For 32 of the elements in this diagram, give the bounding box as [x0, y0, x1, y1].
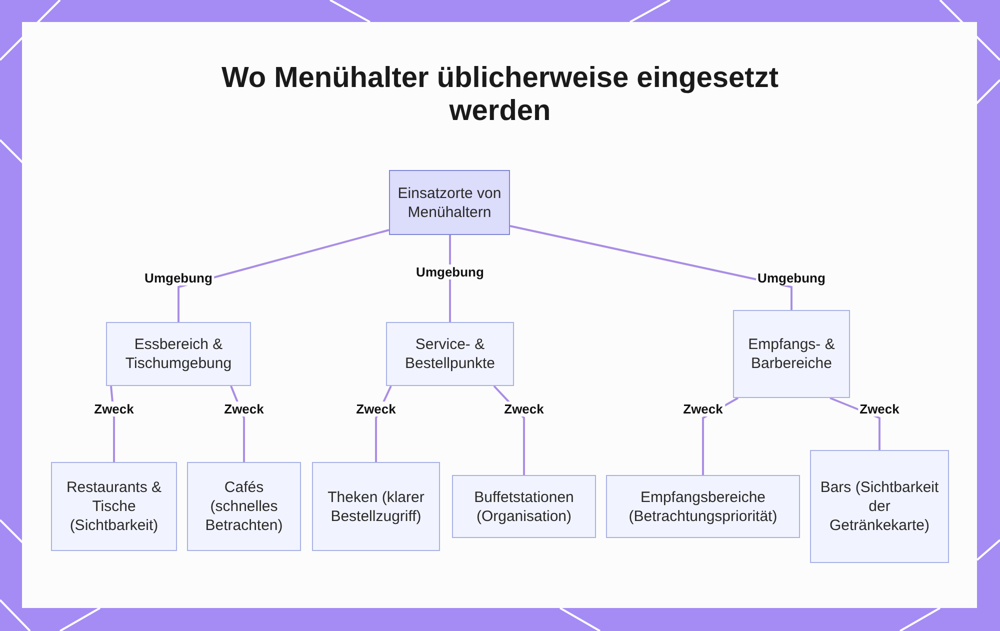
node-text: Restaurants & Tische (Sichtbarkeit) [65, 478, 163, 535]
node-text: Service- & Bestellpunkte [404, 335, 496, 373]
process-box [106, 322, 251, 386]
edge-label: Umgebung [756, 270, 828, 286]
diagram-title: Wo Menühalter üblicherweise eingesetzt werden [220, 62, 780, 128]
node-text: Theken (klarer Bestellzugriff) [326, 488, 426, 526]
edge-label: Zweck [502, 402, 546, 416]
edge-label: Zweck [222, 402, 266, 416]
edge-label: Zweck [858, 402, 902, 416]
process-box [386, 322, 514, 386]
edge-label: Zweck [681, 402, 725, 416]
connector-line [510, 225, 792, 310]
process-box [312, 462, 440, 551]
process-box [810, 450, 949, 563]
edge-label: Umgebung [414, 264, 486, 279]
process-box [733, 310, 850, 398]
edge-label: Umgebung [142, 270, 214, 286]
process-box [389, 170, 510, 235]
node-text: Bars (Sichtbarkeit der Getränkekarte) [819, 478, 940, 535]
node-text: Cafés (schnelles Betrachten) [204, 478, 284, 535]
process-box [452, 475, 596, 538]
node-text: Empfangsbereiche (Betrachtungspriorität) [628, 488, 778, 526]
node-text: Essbereich & Tischumgebung [124, 335, 233, 373]
node-text: Empfangs- & Barbereiche [747, 335, 836, 373]
edge-label: Zweck [92, 402, 136, 416]
process-box [51, 462, 177, 551]
edge-label: Zweck [354, 402, 398, 416]
process-box [606, 475, 800, 538]
process-box [187, 462, 301, 551]
node-text: Einsatzorte von Menühaltern [396, 184, 502, 222]
connector-line [178, 229, 390, 322]
node-text: Buffetstationen (Organisation) [473, 488, 575, 526]
